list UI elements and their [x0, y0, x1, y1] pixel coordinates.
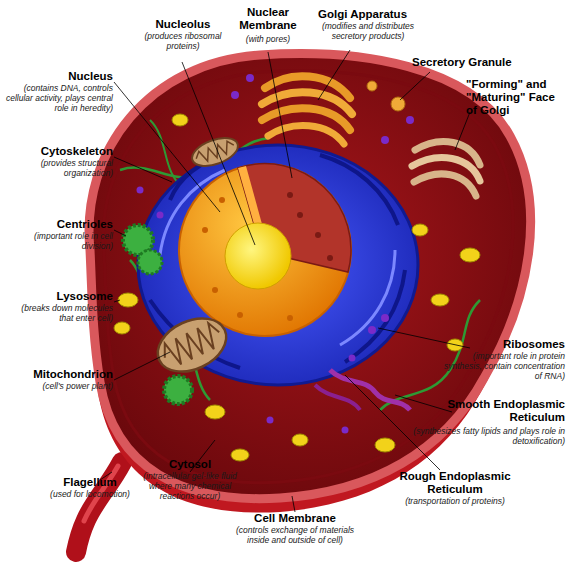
centriole — [138, 250, 162, 274]
ribosome — [267, 417, 274, 424]
ribosome — [137, 187, 144, 194]
part-name: Centrioles — [5, 218, 113, 231]
lysosome — [114, 322, 130, 334]
nucleolus — [225, 223, 291, 289]
leader-line — [378, 328, 470, 348]
mitochondrion — [188, 133, 241, 172]
lysosome — [375, 438, 395, 452]
ribosome — [406, 116, 414, 124]
ribosome — [349, 355, 356, 362]
leader-line — [114, 352, 170, 380]
part-name: Secretory Granule — [412, 56, 532, 69]
lysosome — [205, 405, 225, 419]
part-description: (intracellular gel-like fluid where many… — [142, 472, 238, 501]
leader-line — [268, 52, 292, 178]
cell-membrane-inner — [103, 71, 513, 483]
part-description: (used for locomotion) — [40, 490, 140, 500]
nucleus — [179, 164, 351, 336]
leader-line — [182, 62, 255, 245]
centriole — [164, 376, 192, 404]
nuclear-pore — [212, 287, 218, 293]
part-description: (with pores) — [232, 35, 304, 45]
lysosome — [231, 449, 249, 461]
lysosome — [292, 434, 308, 446]
part-name: Nucleus — [5, 70, 113, 83]
ribosome — [381, 136, 389, 144]
part-description: (modifies and distributes secretory prod… — [312, 22, 424, 42]
chromatin — [297, 212, 303, 218]
part-name: Cytosol — [142, 458, 238, 471]
leader-line — [114, 300, 120, 302]
smooth-er — [315, 385, 360, 410]
part-description: (breaks down molecules that enter cell) — [5, 304, 113, 324]
part-name: Ribosomes — [452, 338, 565, 351]
part-name: Golgi Apparatus — [318, 8, 428, 21]
smooth-er — [330, 370, 410, 410]
part-name: Flagellum — [45, 476, 135, 489]
leader-line — [292, 496, 295, 512]
chromatin — [315, 232, 321, 238]
chromatin — [287, 192, 293, 198]
mitochondrion-cristae — [194, 140, 236, 165]
part-name: "Forming" and "Maturing" Face of Golgi — [466, 78, 566, 118]
part-name: Smooth Endoplasmic Reticulum — [415, 398, 565, 424]
part-name: Cytoskeleton — [5, 145, 113, 158]
leader-line — [114, 157, 172, 182]
part-description: (provides structural organization) — [5, 159, 113, 179]
part-name: Rough Endoplasmic Reticulum — [385, 470, 525, 496]
mitochondrion-body — [149, 308, 235, 382]
part-name: Mitochondrion — [5, 368, 113, 381]
ribosome — [246, 74, 254, 82]
part-description: (important role in cell division) — [5, 232, 113, 252]
lysosome — [118, 293, 138, 307]
nuclear-pore — [237, 312, 243, 318]
secretory-granule — [367, 81, 377, 91]
leader-line — [318, 50, 350, 100]
nuclear-pore — [202, 227, 208, 233]
part-description: (controls exchange of materials inside a… — [232, 526, 358, 546]
leader-line — [400, 72, 430, 100]
rough-er — [138, 145, 418, 385]
ribosome — [157, 212, 164, 219]
leader-lines — [100, 50, 470, 512]
golgi-face — [414, 174, 476, 196]
secretory-granule — [391, 97, 405, 111]
lysosome — [460, 248, 480, 262]
ribosome — [368, 326, 376, 334]
part-name: Nuclear Membrane — [232, 6, 304, 32]
nuclear-pore — [287, 315, 293, 321]
mitochondrion-body — [188, 133, 241, 172]
nuclear-pore — [219, 197, 225, 203]
mitochondrion — [149, 308, 235, 382]
flagellum — [76, 462, 122, 552]
part-description: (important role in protein synthesis, co… — [440, 352, 565, 381]
golgi-cisterna — [268, 126, 344, 144]
leader-line — [455, 112, 470, 150]
ribosome — [381, 314, 389, 322]
lysosome — [412, 224, 428, 236]
ribosome — [231, 91, 239, 99]
part-name: Lysosome — [5, 290, 113, 303]
leader-line — [395, 395, 452, 412]
leader-line — [114, 230, 126, 236]
part-name: Nucleolus — [143, 18, 223, 31]
part-description: (produces ribosomal proteins) — [143, 32, 223, 52]
part-description: (transportation of proteins) — [375, 497, 535, 507]
part-description: (cell's power plant) — [5, 382, 113, 392]
leader-line — [345, 375, 440, 470]
chromatin — [327, 255, 333, 261]
part-description: (contains DNA, controls cellular activit… — [5, 84, 113, 113]
leader-line — [114, 82, 220, 212]
lysosome — [172, 114, 188, 126]
lysosome — [431, 294, 449, 306]
part-name: Cell Membrane — [235, 512, 355, 525]
ribosome — [342, 427, 349, 434]
mitochondrion-cristae — [159, 321, 224, 370]
part-description: (synthesizes fatty lipids and plays role… — [405, 427, 565, 447]
